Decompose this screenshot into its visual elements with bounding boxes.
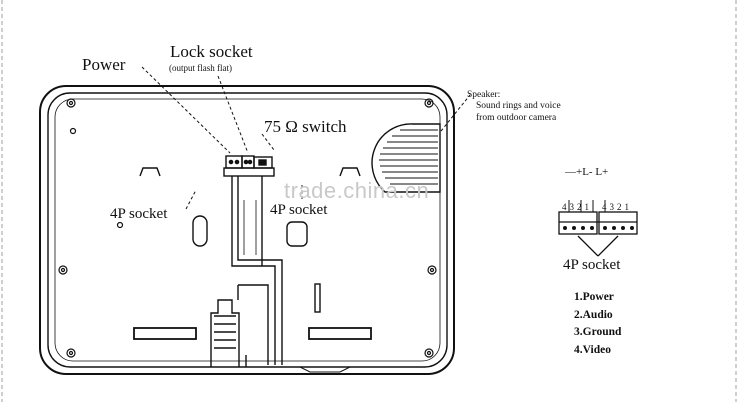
external-connector [558,200,638,257]
pin-legend-item: 1.Power [574,291,614,303]
pin-numbers-a: 4321 [562,202,592,212]
screws [58,98,437,358]
speaker-line1: Sound rings and voice [476,101,561,111]
speaker-line2: from outdoor camera [476,113,557,123]
cable-channel [231,176,283,365]
pin-numbers-b: 4321 [602,202,632,212]
pin-legend-item: 2.Audio [574,308,613,321]
speaker-grille [371,123,441,193]
socket-left-label: 4P socket [110,206,168,222]
power-label: Power [82,55,126,74]
socket-right-label: 4P socket [563,257,621,273]
stand [210,299,240,367]
pin-legend-item: 3.Ground [574,326,622,338]
watermark-text: trade.china.cn [284,178,430,203]
pin-legend: 1.Power 2.Audio 3.Ground 4.Video [574,289,621,359]
device-connectors [223,155,275,177]
switch-75-label: 75 Ω switch [264,117,347,136]
polarity-label: —+L- L+ [565,166,609,178]
lock-socket-note: (output flash flat) [169,63,232,73]
pin-legend-item: 4.Video [574,343,611,356]
lock-socket-label: Lock socket [170,42,253,61]
speaker-title: Speaker: [467,90,501,100]
device-outline [39,85,455,375]
socket-mid-label: 4P socket [270,202,328,218]
